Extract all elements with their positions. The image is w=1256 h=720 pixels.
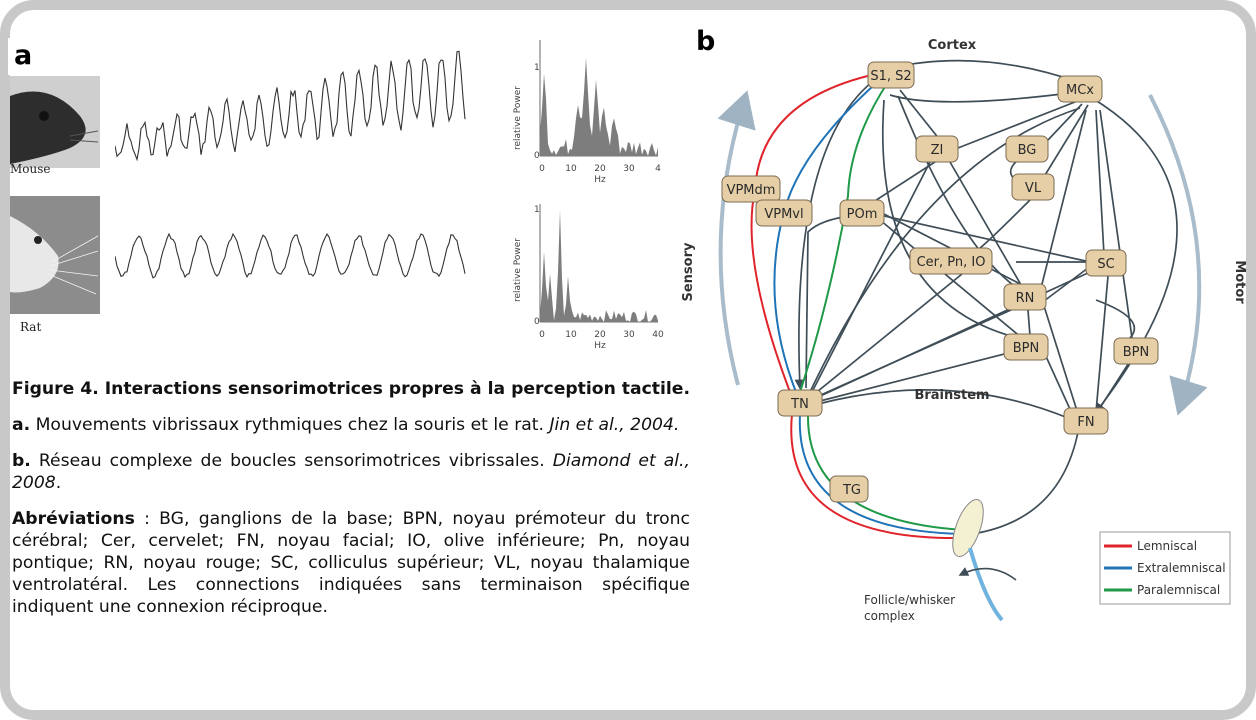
caption-b-text: Réseau complexe de boucles sensorimotric…: [30, 451, 553, 471]
mouse-photo: [10, 76, 100, 168]
caption-title: Figure 4. Interactions sensorimotrices p…: [12, 379, 690, 399]
node-tg: TG: [829, 475, 869, 503]
rat-label: Rat: [20, 320, 42, 334]
xtick: 20: [594, 164, 606, 174]
caption-a-lead: a.: [12, 415, 31, 435]
node-mcx: MCx: [1057, 75, 1103, 103]
node-vpmvl: VPMvl: [755, 199, 813, 227]
node-zi: ZI: [915, 135, 959, 163]
spectrum-xlabel: Hz: [594, 341, 606, 350]
node-bpn-2: BPN: [1113, 337, 1159, 365]
svg-text:BG: BG: [1018, 143, 1037, 158]
node-vpmdm: VPMdm: [721, 175, 781, 203]
ytick-0: 0: [534, 151, 540, 161]
svg-text:TG: TG: [842, 483, 861, 498]
caption-a-ref: Jin et al., 2004.: [549, 415, 680, 435]
node-vl: VL: [1011, 173, 1055, 201]
ytick-1: 1: [534, 205, 540, 215]
xtick: 30: [623, 164, 635, 174]
node-bg: BG: [1005, 135, 1049, 163]
svg-text:FN: FN: [1077, 415, 1094, 430]
caption-b: b. Réseau complexe de boucles sensorimot…: [12, 450, 690, 494]
node-pom: POm: [839, 199, 885, 227]
svg-text:S1, S2: S1, S2: [870, 69, 911, 84]
legend-paralemniscal: Paralemniscal: [1137, 583, 1220, 597]
mouse-power-spectrum: relative Power 1 0 0 10 20 30 4 Hz: [513, 40, 661, 184]
svg-text:VPMvl: VPMvl: [764, 207, 803, 222]
caption-abbr-lead: Abréviations: [12, 509, 135, 529]
whisker-movement-arrow: [958, 567, 1017, 581]
svg-text:VL: VL: [1025, 181, 1042, 196]
node-rn: RN: [1003, 283, 1047, 311]
svg-text:BPN: BPN: [1013, 341, 1039, 356]
sensory-arrow: [717, 90, 756, 386]
node-s1s2: S1, S2: [867, 61, 915, 89]
node-sc: SC: [1085, 249, 1127, 277]
connections: [794, 59, 1178, 535]
brainstem-label: Brainstem: [914, 388, 989, 403]
follicle-label-2: complex: [864, 609, 915, 623]
whisker-icon: [968, 547, 1004, 622]
xtick: 30: [623, 330, 635, 340]
panel-b-label: b: [696, 26, 716, 57]
xtick: 10: [565, 330, 577, 340]
xtick: 20: [594, 330, 606, 340]
spectrum-ylabel: relative Power: [513, 238, 523, 302]
svg-text:BPN: BPN: [1123, 345, 1149, 360]
caption-b-lead: b.: [12, 451, 31, 471]
caption-abbr-text: : BG, ganglions de la base; BPN, noyau p…: [12, 509, 690, 617]
spectrum-ylabel: relative Power: [513, 86, 523, 150]
rat-photo: [10, 196, 100, 314]
caption-b-end: .: [55, 473, 62, 493]
legend-extralemniscal: Extralemniscal: [1137, 561, 1226, 575]
panel-a-label: a: [8, 38, 43, 75]
svg-text:POm: POm: [847, 207, 878, 222]
xtick: 0: [539, 164, 545, 174]
caption-a-text: Mouvements vibrissaux rythmiques chez la…: [30, 415, 550, 435]
follicle-label: Follicle/whisker: [864, 593, 955, 607]
ytick-1: 1: [534, 63, 540, 73]
svg-text:ZI: ZI: [931, 143, 944, 158]
mouse-whisking-trace: [115, 50, 466, 162]
motor-arrow: [1148, 94, 1208, 416]
rat-whisking-trace: [115, 232, 466, 279]
extralemniscal-path: [773, 77, 883, 393]
xtick: 10: [565, 164, 577, 174]
svg-text:SC: SC: [1097, 257, 1114, 272]
spectrum-xlabel: Hz: [594, 175, 606, 184]
caption-a: a. Mouvements vibrissaux rythmiques chez…: [12, 414, 690, 436]
xtick: 4: [655, 164, 661, 174]
node-bpn-1: BPN: [1003, 333, 1049, 361]
rat-power-spectrum: relative Power 1 0 0 10 20 30 40 Hz: [513, 204, 664, 350]
follicle-icon: [952, 499, 984, 557]
cortex-label: Cortex: [928, 38, 977, 53]
mouse-label: Mouse: [10, 162, 51, 176]
node-tn: TN: [777, 389, 823, 417]
figure-caption: Figure 4. Interactions sensorimotrices p…: [12, 378, 690, 632]
xtick: 40: [652, 330, 664, 340]
svg-text:VPMdm: VPMdm: [727, 183, 776, 198]
caption-abbreviations: Abréviations : BG, ganglions de la base;…: [12, 508, 690, 618]
svg-text:RN: RN: [1016, 291, 1035, 306]
svg-text:MCx: MCx: [1066, 83, 1094, 98]
legend-lemniscal: Lemniscal: [1137, 539, 1197, 553]
xtick: 0: [539, 330, 545, 340]
pathway-legend: Lemniscal Extralemniscal Paralemniscal: [1099, 531, 1231, 605]
svg-text:Cer, Pn, IO: Cer, Pn, IO: [917, 255, 986, 270]
node-fn: FN: [1063, 407, 1109, 435]
node-cer: Cer, Pn, IO: [909, 247, 993, 275]
motor-label: Motor: [1232, 260, 1247, 304]
svg-text:TN: TN: [790, 397, 809, 412]
sensory-label: Sensory: [681, 242, 696, 302]
ytick-0: 0: [534, 317, 540, 327]
caption-b-ref: Diamond et al., 2008: [12, 451, 690, 493]
